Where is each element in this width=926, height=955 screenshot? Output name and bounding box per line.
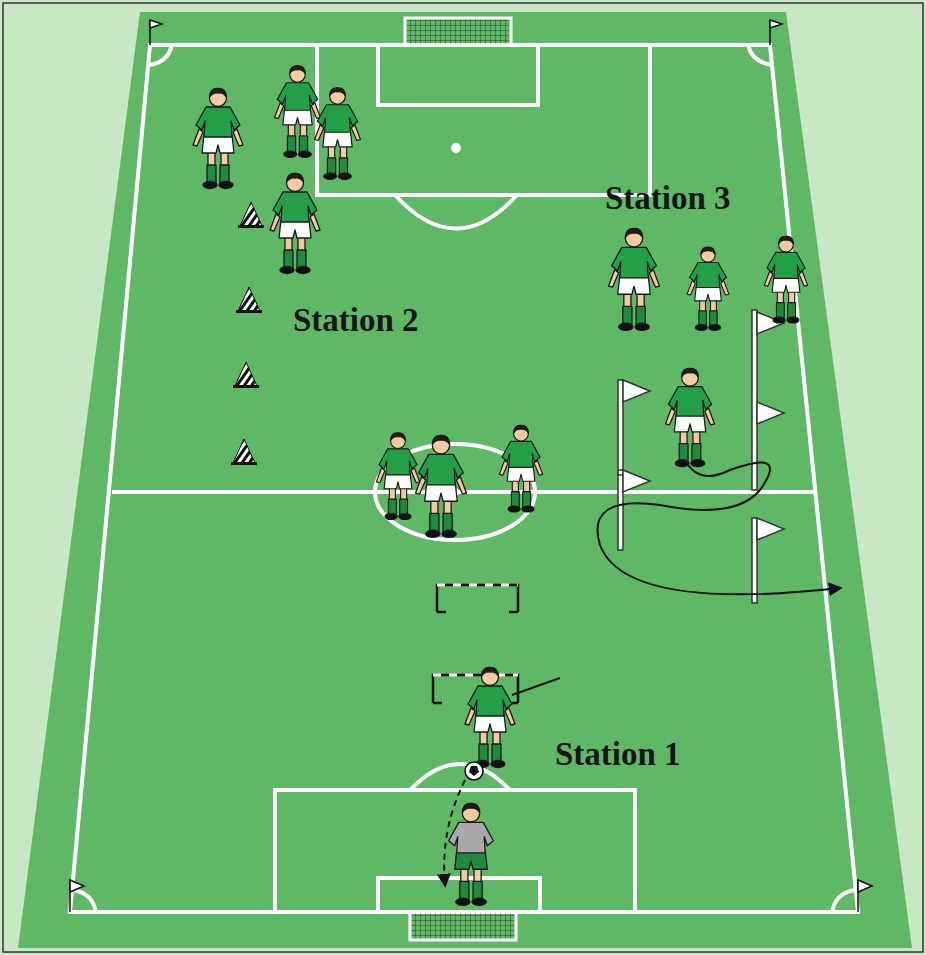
- station-label: Station 2: [293, 302, 419, 338]
- station-label: Station 3: [605, 180, 731, 216]
- station-label: Station 1: [555, 736, 681, 772]
